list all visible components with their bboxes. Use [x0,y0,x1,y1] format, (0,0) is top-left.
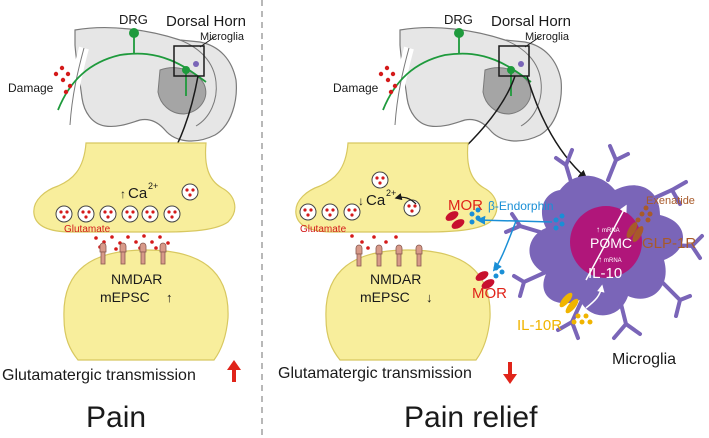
glp1r-receptor [626,222,644,242]
left-postsynaptic-neuron [63,249,229,361]
il10r-label: IL-10R [517,317,562,334]
pomc-label: POMC [590,235,632,251]
exenatide-dots [635,205,653,223]
il10r-receptor [559,292,579,314]
microglia-cell-label: Microglia [612,351,676,368]
right-nmdar-label: NMDAR [370,271,421,287]
glp1r-label: GLP-1R [642,235,696,252]
right-ca-label: Ca [366,192,386,209]
right-spinal-schematic [378,27,562,142]
left-increase-arrow [227,360,241,382]
right-decrease-arrow [503,362,517,384]
right-mepsc-label: mEPSC [360,289,410,305]
left-vesicles [55,183,199,223]
right-zoom-arrow-microglia [526,75,588,180]
left-damage-label: Damage [8,81,54,95]
il10-mrna-label: mRNA [604,258,622,264]
left-transmission-label: Glutamatergic transmission [2,367,196,384]
nucleus-signal-arrow [585,204,627,281]
right-nmdar-receptors [355,244,423,267]
beta-endorphin-dots-right [553,213,565,231]
left-ca-label: Ca [128,185,148,202]
right-mepsc-down-arrow: ↓ [426,290,433,305]
left-spinal-schematic: DRG Dorsal Horn Microglia Damage [8,12,246,142]
right-ca-down-arrow: ↓ [358,194,364,208]
right-released-glutamate [350,234,398,250]
right-damage-label: Damage [333,81,379,95]
left-drg-label: DRG [119,12,148,27]
right-postsynaptic-neuron [325,249,491,361]
mor-label-top: MOR [448,197,483,214]
left-microglia-label: Microglia [200,31,245,43]
exenatide-label: Exenatide [646,195,695,207]
pomc-mrna-up: ↑ [596,225,600,234]
left-nmdar-receptors [99,242,167,265]
il10-label: IL-10 [588,265,622,282]
right-drg-label: DRG [444,12,473,27]
beta-endorphin-label: β-Endorphin [488,199,554,213]
beta-endorphin-arrow-bottom [492,220,517,272]
right-transmission-label: Glutamatergic transmission [278,365,472,382]
il10-feedback-arrow [585,284,605,309]
right-ca-superscript: 2+ [386,188,396,198]
left-glutamate-label: Glutamate [64,224,111,235]
left-ca-up-arrow: ↑ [120,187,126,201]
right-glutamate-label: Glutamate [300,224,347,235]
beta-endorphin-arrow-top [476,215,553,225]
left-zoom-box [173,45,205,77]
right-microglia-label: Microglia [525,31,570,43]
right-vesicles [299,171,421,221]
left-ca-superscript: 2+ [148,181,158,191]
pomc-mrna-label: mRNA [602,228,620,234]
beta-endorphin-dots-top [469,207,481,225]
left-nmdar-label: NMDAR [111,271,162,287]
mor-receptor-bottom [475,271,495,289]
left-caption: Pain [86,401,146,434]
left-mepsc-up-arrow: ↑ [166,290,173,305]
left-dorsal-horn-label: Dorsal Horn [166,13,246,30]
mor-receptor-top [445,211,465,229]
beta-endorphin-dots-bottom [493,265,505,279]
mor-label-bottom: MOR [472,285,507,302]
right-dorsal-horn-label: Dorsal Horn [491,13,571,30]
right-ca-inhibit-arrow [394,193,417,205]
il10-mrna-up: ↑ [598,255,602,264]
right-caption: Pain relief [404,401,538,434]
il10-dots [571,313,593,325]
left-damage-marks [53,65,73,95]
left-mepsc-label: mEPSC [100,289,150,305]
